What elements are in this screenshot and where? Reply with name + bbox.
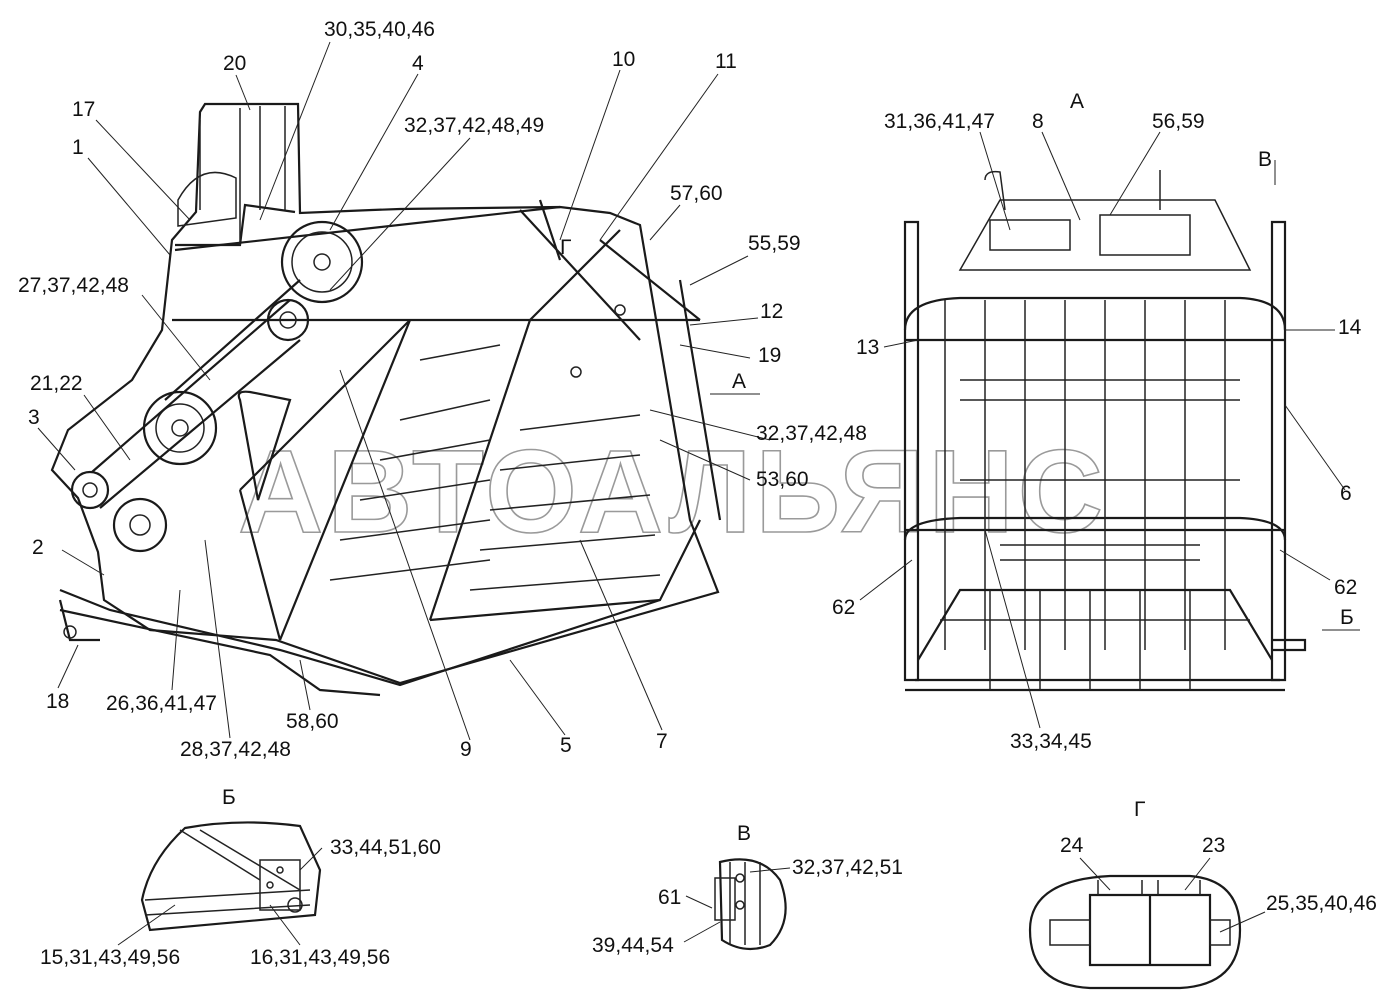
- callout-label: 39,44,54: [592, 934, 674, 957]
- view-b: [117, 821, 323, 946]
- callout-label: 12: [760, 300, 783, 323]
- view-b-labels: Б 33,44,51,60 15,31,43,49,56 16,31,43,49…: [40, 786, 441, 969]
- view-a: [903, 170, 1307, 692]
- view-g: [1028, 857, 1266, 990]
- callout-label: 32,37,42,48: [756, 422, 867, 445]
- callout-label: 58,60: [286, 710, 339, 733]
- callout-label: 25,35,40,46: [1266, 892, 1377, 915]
- callout-label: 5: [560, 734, 572, 757]
- view-v-labels: В 32,37,42,51 61 39,44,54: [592, 822, 903, 957]
- callout-label: 33,34,45: [1010, 730, 1092, 753]
- callout-label: 16,31,43,49,56: [250, 946, 390, 969]
- callout-label: 27,37,42,48: [18, 274, 129, 297]
- view-a-leaders: [859, 131, 1360, 729]
- callout-label: 3: [28, 406, 40, 429]
- view-v: [683, 858, 791, 951]
- callout-label: 15,31,43,49,56: [40, 946, 180, 969]
- callout-label: 57,60: [670, 182, 723, 205]
- callout-label: Г: [560, 236, 571, 259]
- main-view-leaders: [37, 41, 771, 741]
- callout-label: 17: [72, 98, 95, 121]
- callout-label: 7: [656, 730, 668, 753]
- callout-label: 2: [32, 536, 44, 559]
- callout-label: 26,36,41,47: [106, 692, 217, 715]
- callout-label: 55,59: [748, 232, 801, 255]
- watermark: АВТОАЛЬЯНС: [238, 426, 1107, 558]
- callout-label: В: [1258, 148, 1272, 171]
- callout-label: 10: [612, 48, 635, 71]
- callout-label: 23: [1202, 834, 1225, 857]
- callout-label: 21,22: [30, 372, 83, 395]
- callout-label: 6: [1340, 482, 1352, 505]
- callout-label: 56,59: [1152, 110, 1205, 133]
- callout-label: 28,37,42,48: [180, 738, 291, 761]
- callout-label: 4: [412, 52, 424, 75]
- callout-label: 13: [856, 336, 879, 359]
- view-title: Г: [1134, 798, 1145, 821]
- view-title: В: [737, 822, 751, 845]
- callout-label: 18: [46, 690, 69, 713]
- view-title: А: [1070, 90, 1084, 113]
- callout-label: 31,36,41,47: [884, 110, 995, 133]
- view-a-labels: А 31,36,41,47 8 56,59 В 13 14 6 62 62 Б …: [832, 90, 1362, 753]
- callout-label: 8: [1032, 110, 1044, 133]
- callout-label: 32,37,42,51: [792, 856, 903, 879]
- view-title: Б: [222, 786, 236, 809]
- callout-label: 20: [223, 52, 246, 75]
- callout-label: 14: [1338, 316, 1362, 339]
- callout-label: 33,44,51,60: [330, 836, 441, 859]
- callout-label: 53,60: [756, 468, 809, 491]
- callout-label: А: [732, 370, 746, 393]
- callout-label: 9: [460, 738, 472, 761]
- callout-label: 30,35,40,46: [324, 18, 435, 41]
- callout-label: 11: [715, 50, 737, 73]
- main-view-labels: 30,35,40,46 20 4 17 1 32,37,42,48,49 10 …: [18, 18, 867, 761]
- callout-label: 62: [1334, 576, 1357, 599]
- view-g-labels: Г 24 23 25,35,40,46: [1060, 798, 1377, 915]
- main-side-view: [50, 102, 722, 697]
- callout-label: 19: [758, 344, 781, 367]
- callout-label: 62: [832, 596, 855, 619]
- callout-label: 24: [1060, 834, 1084, 857]
- callout-label: 32,37,42,48,49: [404, 114, 544, 137]
- callout-label: Б: [1340, 606, 1354, 629]
- callout-label: 1: [72, 136, 84, 159]
- callout-label: 61: [658, 886, 681, 909]
